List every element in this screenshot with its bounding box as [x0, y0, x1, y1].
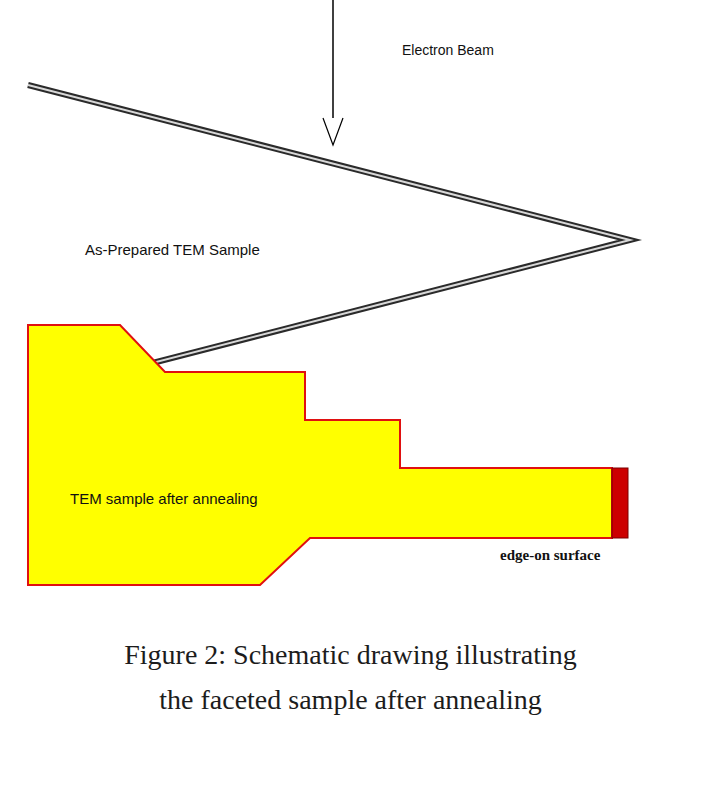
surface-label: edge-on surface: [500, 547, 600, 564]
beam-arrowhead: [323, 118, 343, 145]
sample-name: TEM sample after annealing: [70, 490, 258, 507]
faceted-sample: [28, 325, 612, 585]
beam-label: Electron Beam: [402, 42, 494, 58]
sample-name: As-Prepared TEM Sample: [85, 241, 260, 258]
edge-on-surface-block: [612, 468, 628, 538]
figure-caption: Figure 2: Schematic drawing illustrating…: [105, 632, 596, 722]
beam-line: [332, 0, 334, 122]
